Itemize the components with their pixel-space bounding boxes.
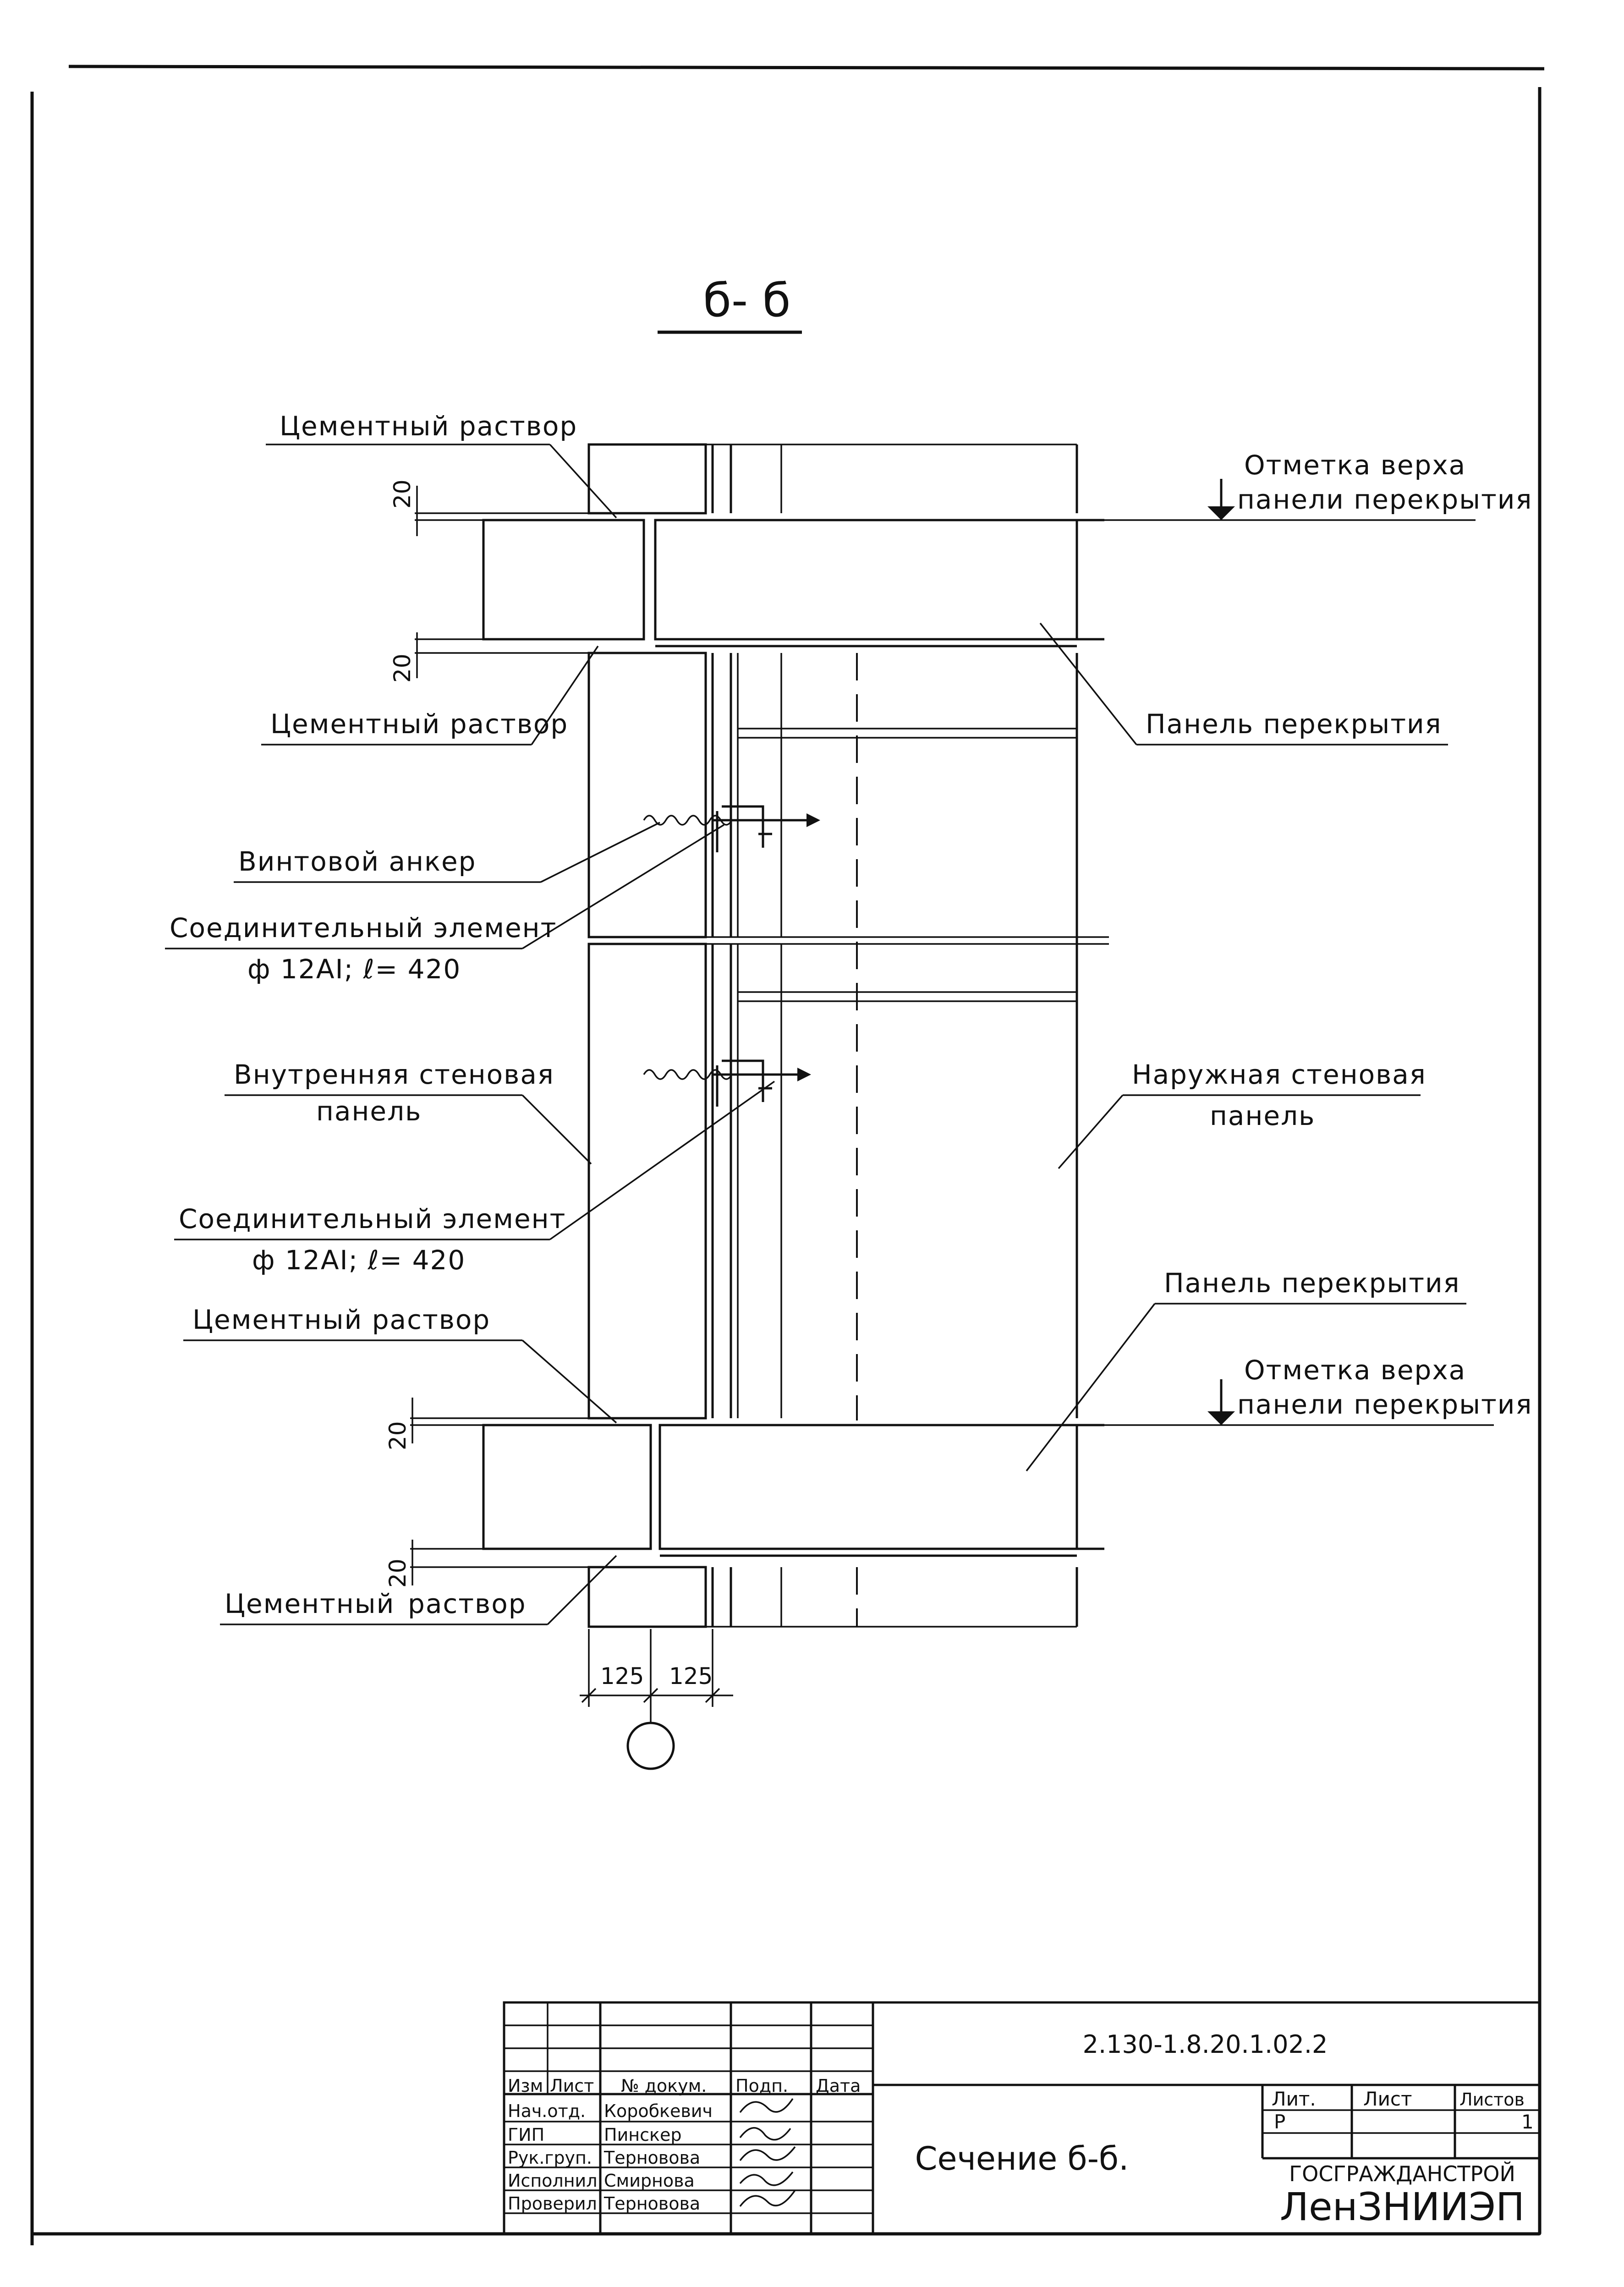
svg-text:б- б: б- б [703,274,790,327]
inner-wall-bottom-stub [587,1566,1078,1628]
svg-text:Сечение б-б.: Сечение б-б. [915,2140,1129,2177]
svg-text:Лист: Лист [550,2076,594,2096]
signatures [739,2098,796,2207]
label-mortar-bottom: Цементный раствор [220,1555,617,1625]
svg-text:Наружная стеновая: Наружная стеновая [1132,1059,1426,1090]
svg-text:ф 12AI; ℓ= 420: ф 12AI; ℓ= 420 [247,954,461,985]
svg-text:Панель перекрытия: Панель перекрытия [1164,1267,1460,1299]
svg-text:Нач.отд.: Нач.отд. [508,2101,586,2121]
svg-text:125: 125 [669,1663,713,1689]
screw-anchor-2 [643,1059,811,1107]
sheet-frame [30,65,1545,2245]
svg-text:125: 125 [600,1663,644,1689]
svg-text:Листов: Листов [1459,2090,1525,2110]
svg-text:Цементный раствор: Цементный раствор [270,708,568,740]
label-inner-panel: Внутренняя стеновая панель [225,1059,592,1165]
svg-text:Подп.: Подп. [735,2076,788,2096]
svg-text:Изм: Изм [508,2076,543,2096]
svg-text:Соединительный элемент: Соединительный элемент [170,912,557,943]
floor-panel-bottom [482,1424,1104,1557]
svg-text:Лист: Лист [1363,2088,1412,2110]
svg-text:панель: панель [316,1096,422,1127]
svg-text:раствор: раствор [408,1588,527,1619]
svg-text:ЛенЗНИИЭП: ЛенЗНИИЭП [1280,2184,1525,2229]
level-mark-top: Отметка верха панели перекрытия [1104,450,1532,521]
svg-text:Дата: Дата [816,2076,861,2096]
label-mortar-top: Цементный раствор [266,411,617,519]
label-mortar-lower: Цементный раствор [183,1304,617,1424]
svg-text:Соединительный элемент: Соединительный элемент [179,1203,566,1234]
svg-text:Проверил: Проверил [508,2194,597,2214]
svg-text:ГОСГРАЖДАНСТРОЙ: ГОСГРАЖДАНСТРОЙ [1289,2161,1515,2186]
svg-text:Р: Р [1274,2111,1285,2133]
svg-text:№ докум.: № докум. [621,2076,707,2096]
svg-text:Цементный: Цементный [225,1588,395,1619]
label-mortar-upper: Цементный раствор [261,646,599,746]
svg-text:Коробкевич: Коробкевич [604,2101,713,2121]
label-connector-1: Соединительный элемент ф 12AI; ℓ= 420 [165,824,724,985]
floor-panel-top [482,519,1104,647]
svg-text:Отметка верха: Отметка верха [1244,450,1466,481]
svg-text:Винтовой анкер: Винтовой анкер [238,846,476,877]
dimension-wall-width: 125 125 [580,1629,733,1770]
svg-text:панели перекрытия: панели перекрытия [1237,1389,1532,1420]
svg-text:Рук.груп.: Рук.груп. [508,2148,592,2168]
svg-text:20: 20 [389,479,416,509]
label-connector-2: Соединительный элемент ф 12AI; ℓ= 420 [174,1080,775,1276]
dimension-gap-top: 20 20 [389,479,589,683]
svg-text:2.130-1.8.20.1.02.2: 2.130-1.8.20.1.02.2 [1083,2030,1328,2059]
svg-text:ф 12AI; ℓ= 420: ф 12AI; ℓ= 420 [252,1245,466,1276]
label-floor-panel-top: Панель перекрытия [1039,622,1448,746]
svg-text:1: 1 [1521,2111,1534,2133]
svg-text:Панель перекрытия: Панель перекрытия [1146,708,1442,740]
svg-text:ГИП: ГИП [508,2125,544,2145]
svg-text:панель: панель [1210,1100,1315,1131]
dimension-gap-bottom: 20 20 [384,1398,589,1588]
label-floor-panel-bottom: Панель перекрытия [1026,1267,1466,1472]
inner-wall-panel-1 [587,652,1078,1420]
svg-text:Цементный раствор: Цементный раствор [280,411,577,442]
svg-text:Пинскер: Пинскер [604,2125,681,2145]
inner-wall-panel-2 [587,943,1077,1420]
label-screw-anchor: Винтовой анкер [234,822,660,883]
svg-text:панели перекрытия: панели перекрытия [1237,484,1532,515]
level-mark-bottom: Отметка верха панели перекрытия [1104,1355,1532,1426]
svg-text:Терновова: Терновова [604,2194,700,2214]
svg-text:Лит.: Лит. [1272,2088,1316,2110]
svg-text:Цементный раствор: Цементный раствор [192,1304,490,1335]
svg-text:Смирнова: Смирнова [604,2171,695,2191]
svg-text:Отметка верха: Отметка верха [1244,1355,1466,1386]
section-title: б- б [658,274,802,334]
svg-text:Внутренняя стеновая: Внутренняя стеновая [234,1059,554,1090]
label-outer-panel: Наружная стеновая панель [1058,1059,1426,1169]
svg-text:Терновова: Терновова [604,2148,700,2168]
svg-text:Исполнил: Исполнил [508,2171,598,2191]
title-block: Изм Лист № докум. Подп. Дата Нач.отд. Ко… [503,2001,1541,2235]
svg-text:20: 20 [384,1421,411,1450]
svg-text:20: 20 [384,1558,411,1588]
inner-wall-top-stub [587,443,1078,515]
svg-text:20: 20 [389,653,416,683]
